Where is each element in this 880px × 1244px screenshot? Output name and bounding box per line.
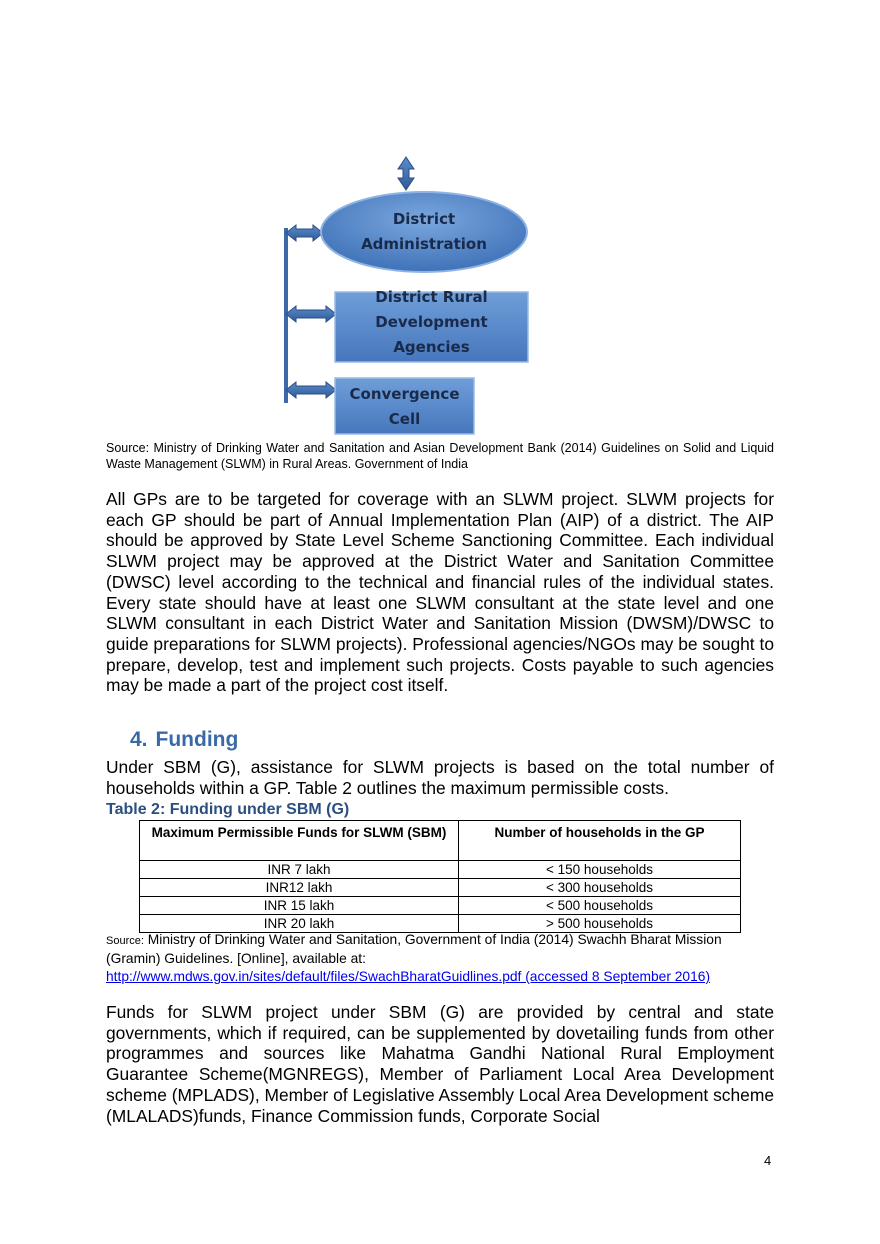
table-title: Table 2: Funding under SBM (G)	[106, 801, 350, 818]
table-cell: INR 20 lakh	[139, 914, 459, 933]
table-cell: < 500 households	[458, 896, 741, 915]
table-source: Source: Ministry of Drinking Water and S…	[106, 931, 774, 986]
convergence-cell-node	[334, 377, 475, 435]
table-cell: < 150 households	[458, 860, 741, 879]
column-header: Maximum Permissible Funds for SLWM (SBM)	[139, 820, 459, 861]
table-row: INR 7 lakh < 150 households	[139, 860, 741, 879]
funding-table: Maximum Permissible Funds for SLWM (SBM)…	[139, 820, 741, 933]
table-cell: INR 15 lakh	[139, 896, 459, 915]
table-cell: > 500 households	[458, 914, 741, 933]
figure-source: Source: Ministry of Drinking Water and S…	[106, 441, 774, 471]
table-cell: INR 7 lakh	[139, 860, 459, 879]
horizontal-double-arrow	[285, 223, 324, 243]
org-diagram	[284, 156, 529, 435]
column-header: Number of households in the GP	[458, 820, 741, 861]
section-title: Funding	[155, 728, 239, 751]
table-row: INR12 lakh < 300 households	[139, 878, 741, 897]
table-source-prefix: Source:	[106, 935, 144, 947]
source-link[interactable]: http://www.mdws.gov.in/sites/default/fil…	[106, 969, 711, 984]
horizontal-double-arrow	[285, 304, 337, 324]
section-heading: 4. Funding	[130, 728, 246, 752]
table-cell: INR12 lakh	[139, 878, 459, 897]
district-rural-development-label: District Rural Development Agencies	[375, 287, 488, 356]
district-administration-node	[320, 191, 528, 273]
convergence-cell-label: Convergence Cell	[349, 385, 460, 428]
table-row: INR 15 lakh < 500 households	[139, 896, 741, 915]
connector-line	[284, 228, 288, 403]
table-cell: < 300 households	[458, 878, 741, 897]
district-administration-label: District Administration	[361, 210, 487, 253]
district-rural-development-node	[334, 291, 529, 363]
table-row: INR 20 lakh > 500 households	[139, 914, 741, 933]
vertical-double-arrow	[397, 156, 415, 191]
page-number: 4	[764, 1153, 772, 1168]
section-number: 4.	[130, 728, 148, 751]
horizontal-double-arrow	[285, 380, 337, 400]
paragraph-funds: Funds for SLWM project under SBM (G) are…	[106, 1002, 774, 1126]
table-header-row: Maximum Permissible Funds for SLWM (SBM)…	[139, 820, 741, 861]
paragraph-funding: Under SBM (G), assistance for SLWM proje…	[106, 757, 774, 798]
table-source-text: Ministry of Drinking Water and Sanitatio…	[106, 932, 722, 966]
paragraph-coverage: All GPs are to be targeted for coverage …	[106, 489, 774, 696]
